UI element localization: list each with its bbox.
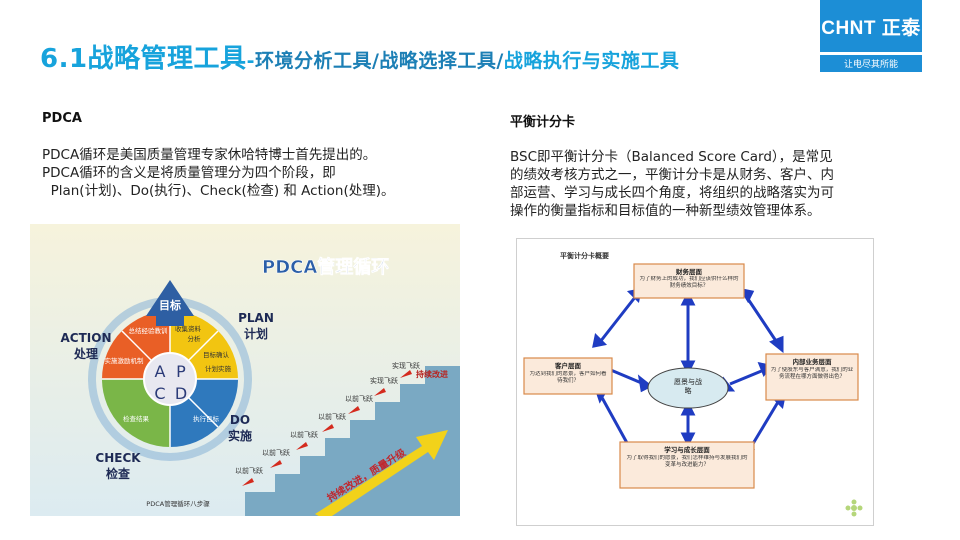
letter-a: A: [155, 362, 166, 381]
pdca-figure-svg: PDCA管理循环 以前飞跃 以前飞跃 以前飞跃 以前飞跃 以前飞跃 实现飞跃 实…: [30, 224, 460, 516]
learning-heading: 学习与成长层面: [664, 445, 710, 454]
step-label: 以前飞跃: [262, 448, 290, 457]
pdca-description: PDCA循环是美国质量管理专家休哈特博士首先提出的。 PDCA循环的含义是将质量…: [42, 146, 394, 200]
check-cn-label: 检查: [106, 466, 131, 481]
company-logo: CHNT 正泰 让电尽其所能: [820, 0, 922, 72]
bsc-customer-box: 客户层面 为达到我们的愿景，客户如何看待我们？: [524, 358, 612, 394]
slice-label: 实施激励机制: [105, 356, 145, 365]
pdca-line: Plan(计划)、Do(执行)、Check(检查) 和 Action(处理)。: [42, 182, 394, 200]
check-label: CHECK: [95, 451, 141, 465]
plan-cn-label: 计划: [244, 326, 268, 341]
slice-label: 总结经验教训: [129, 326, 168, 335]
bsc-figure-title: 平衡计分卡概要: [560, 251, 609, 260]
action-cn-label: 处理: [73, 346, 98, 361]
letter-p: P: [176, 362, 186, 381]
bsc-description: BSC即平衡计分卡（Balanced Score Card），是常见 的绩效考核…: [510, 148, 834, 220]
do-label: DO: [230, 413, 250, 427]
bsc-line: 操作的衡量指标和目标值的一种新型绩效管理体系。: [510, 202, 834, 220]
pdca-figure: PDCA管理循环 以前飞跃 以前飞跃 以前飞跃 以前飞跃 以前飞跃 实现飞跃 实…: [30, 224, 460, 516]
pdca-caption: PDCA管理循环八步骤: [146, 499, 210, 508]
letter-d: D: [175, 384, 187, 403]
pdca-line: PDCA循环的含义是将质量管理分为四个阶段，即: [42, 164, 394, 182]
step-label: 实现飞跃: [370, 376, 398, 385]
center-label: 愿景与战略: [664, 378, 712, 396]
pdca-heading: PDCA: [42, 111, 82, 126]
logo-brand: CHNT 正泰: [820, 0, 922, 52]
step-label: 以前飞跃: [318, 412, 346, 421]
slice-label: 分析: [188, 334, 202, 343]
bsc-finance-box: 财务层面 为了财务上的成功，我们应该供什么样的财务绩效目标？: [634, 264, 744, 298]
bsc-figure: 平衡计分卡概要 财务层面 为了财务上的成功，我们应该供什么样的财务绩效目标？ 客…: [516, 238, 874, 526]
pdca-banner: PDCA管理循环: [262, 256, 389, 278]
internal-heading: 内部业务层面: [793, 357, 833, 366]
step-label: 以前飞跃: [290, 430, 318, 439]
bsc-heading: 平衡计分卡: [510, 111, 575, 130]
finance-body: 为了财务上的成功，我们应该供什么样的财务绩效目标？: [638, 276, 740, 290]
slice-label: 目标确认: [203, 350, 230, 359]
bsc-line: BSC即平衡计分卡（Balanced Score Card），是常见: [510, 148, 834, 166]
slice-label: 检查结果: [123, 414, 150, 423]
slice-label: 执行目标: [193, 414, 220, 423]
goal-label: 目标: [159, 298, 181, 312]
action-label: ACTION: [61, 331, 112, 345]
pdca-line: PDCA循环是美国质量管理专家休哈特博士首先提出的。: [42, 146, 394, 164]
internal-body: 为了使股东与客户满意，我们的业务流程在哪方面做得出色？: [770, 367, 854, 381]
bsc-center: 愿景与战略: [648, 368, 728, 408]
page-title: 6.1战略管理工具-环境分析工具/战略选择工具/战略执行与实施工具: [40, 38, 679, 75]
logo-slogan: 让电尽其所能: [820, 55, 922, 72]
step-label: 以前飞跃: [235, 466, 263, 475]
step-label: 实现飞跃: [392, 361, 420, 370]
bsc-figure-svg: 平衡计分卡概要 财务层面 为了财务上的成功，我们应该供什么样的财务绩效目标？ 客…: [516, 238, 874, 526]
step-label-top: 持续改进: [416, 369, 448, 379]
finance-heading: 财务层面: [676, 267, 703, 276]
bsc-line: 的绩效考核方式之一，平衡计分卡是从财务、客户、内: [510, 166, 834, 184]
plan-label: PLAN: [238, 311, 274, 325]
do-cn-label: 实施: [228, 428, 252, 443]
bsc-line: 部运营、学习与成长四个角度，将组织的战略落实为可: [510, 184, 834, 202]
letter-c: C: [154, 384, 165, 403]
slice-label: 计划实施: [205, 364, 232, 373]
learning-body: 为了取得我们的愿景，我们怎样维持与发展我们的变革与改进能力？: [624, 455, 750, 469]
bsc-learning-box: 学习与成长层面 为了取得我们的愿景，我们怎样维持与发展我们的变革与改进能力？: [620, 442, 754, 488]
bsc-internal-box: 内部业务层面 为了使股东与客户满意，我们的业务流程在哪方面做得出色？: [766, 354, 858, 400]
customer-body: 为达到我们的愿景，客户如何看待我们？: [528, 371, 608, 385]
step-label: 以前飞跃: [345, 394, 373, 403]
customer-heading: 客户层面: [554, 361, 582, 370]
